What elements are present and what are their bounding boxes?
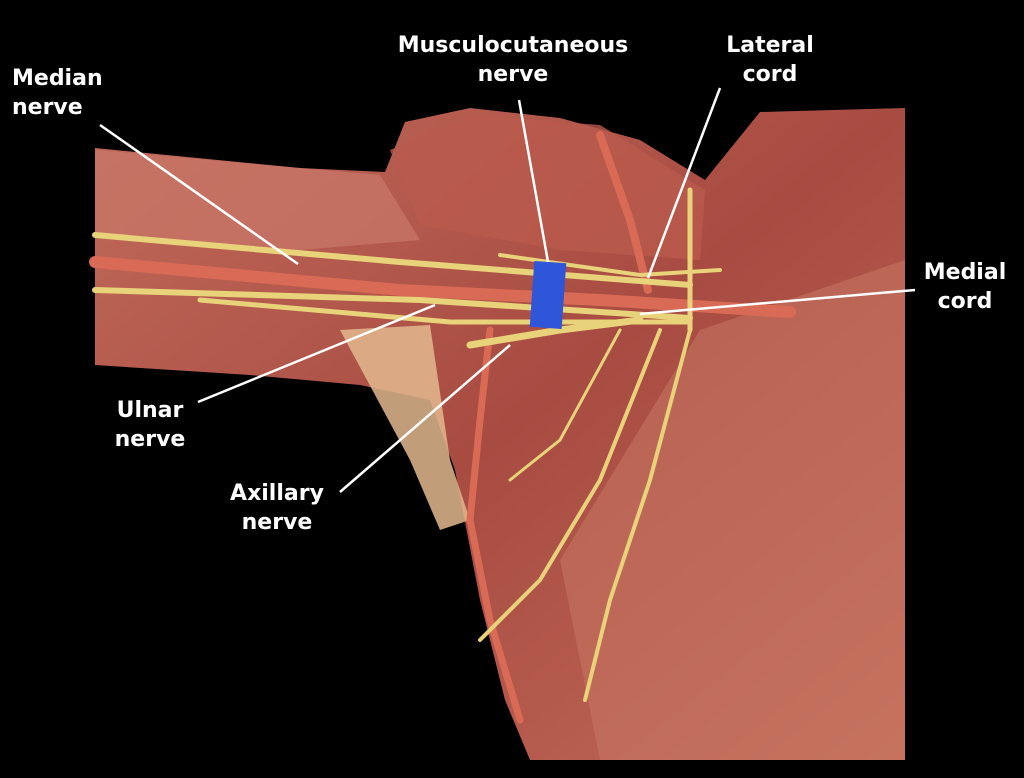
label-line: nerve [114, 427, 186, 452]
label-lateral-cord: Lateral cord [710, 31, 830, 89]
leader-axillary [339, 344, 511, 493]
nerves [92, 187, 722, 702]
label-line: Medial [923, 260, 1007, 285]
arm-muscle [95, 150, 420, 250]
leader-median [99, 123, 299, 266]
leader-medial [639, 288, 916, 316]
label-line: nerve [12, 95, 83, 120]
label-line: Musculocutaneous [397, 33, 629, 58]
label-line: nerve [477, 62, 549, 87]
leader-musculocutaneous [517, 99, 550, 263]
label-musculocutaneous-nerve: Musculocutaneous nerve [393, 31, 633, 89]
artery [89, 131, 796, 724]
label-median-nerve: Median nerve [12, 64, 103, 122]
label-line: cord [742, 62, 798, 87]
label-line: nerve [241, 510, 313, 535]
label-line: Lateral [726, 33, 814, 58]
leader-lateral [646, 87, 722, 279]
leader-lines [99, 87, 916, 493]
label-medial-cord: Medial cord [910, 258, 1020, 316]
label-line: Ulnar [116, 398, 184, 423]
blue-marker [529, 260, 567, 330]
chest-wall [560, 260, 905, 760]
deltoid-muscle [390, 115, 705, 260]
tendon [340, 325, 470, 530]
label-ulnar-nerve: Ulnar nerve [95, 396, 205, 454]
label-line: Axillary [230, 481, 324, 506]
label-line: Median [12, 66, 103, 91]
leader-ulnar [197, 303, 436, 404]
label-axillary-nerve: Axillary nerve [217, 479, 337, 537]
label-line: cord [937, 289, 993, 314]
